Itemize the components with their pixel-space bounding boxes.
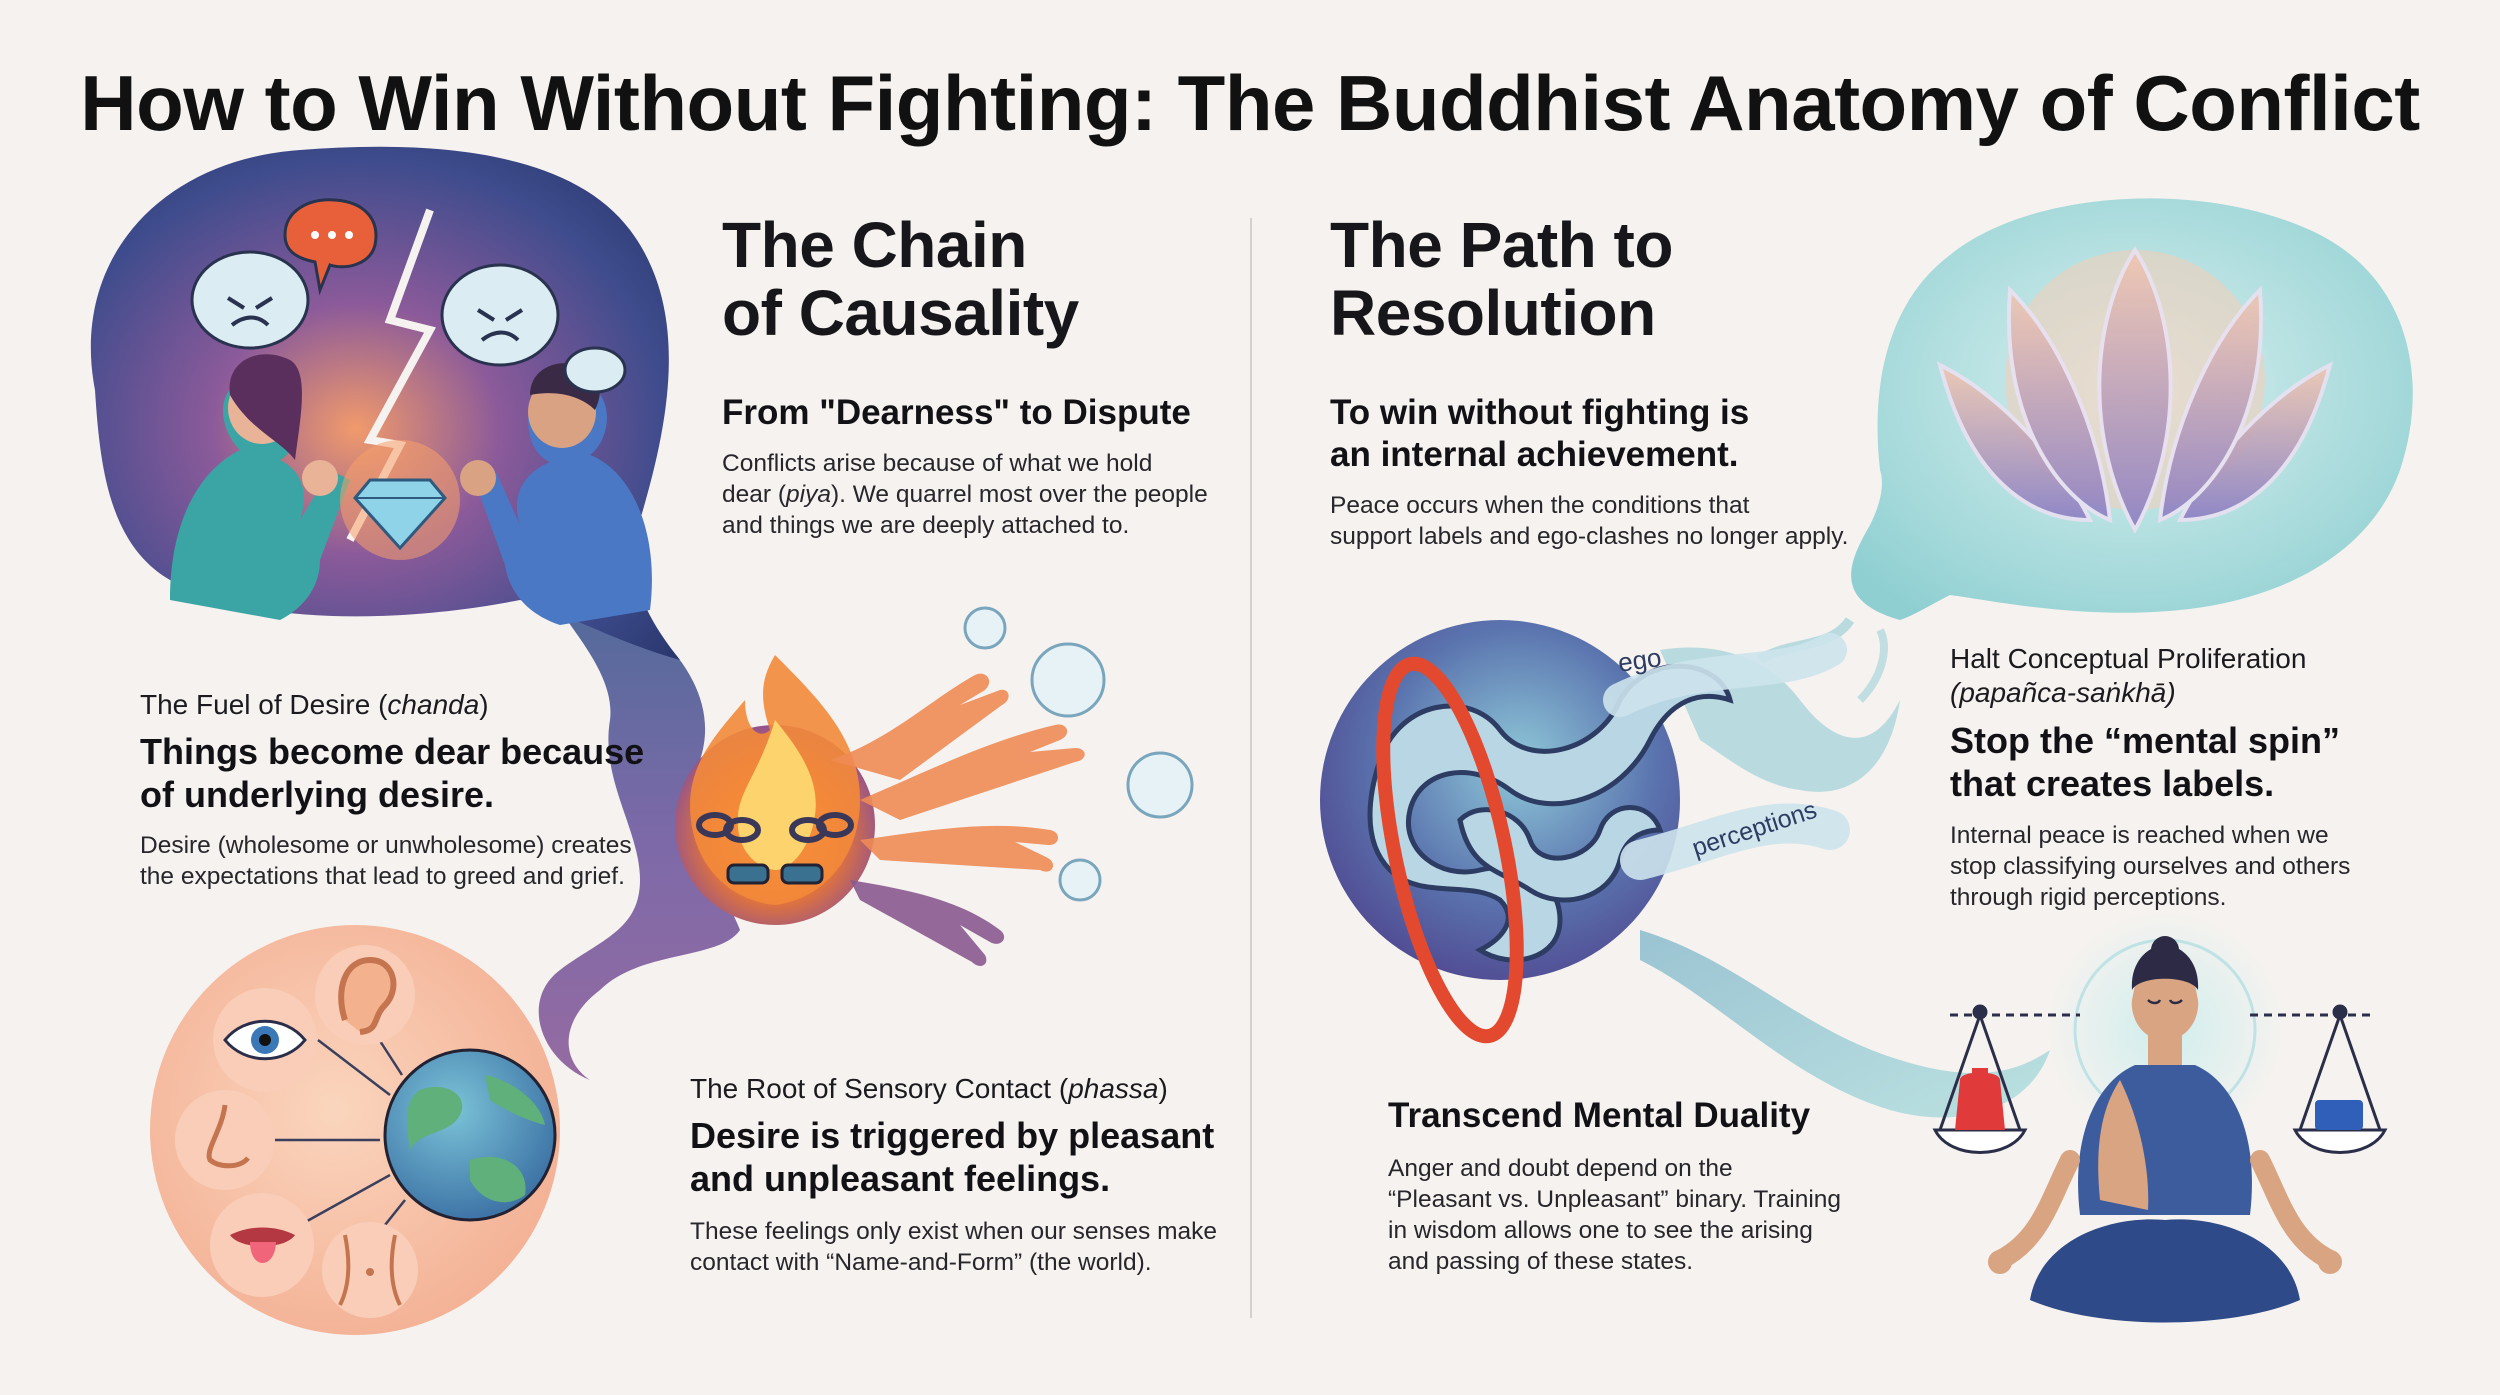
chain-icon xyxy=(696,812,854,843)
dearness-subheading: From "Dearness" to Dispute xyxy=(722,393,1191,432)
body-line: support labels and ego-clashes no longer… xyxy=(1330,523,1849,551)
headline-line: of underlying desire. xyxy=(140,773,495,815)
body-line: Anger and doubt depend on the xyxy=(1388,1155,1733,1182)
heading-line: of Causality xyxy=(722,276,1079,349)
body-line: “Pleasant vs. Unpleasant” binary. Traini… xyxy=(1388,1186,1842,1214)
body-fragment: ). We quarrel most over the people xyxy=(830,481,1208,509)
page-title: How to Win Without Fighting: The Buddhis… xyxy=(80,59,2420,147)
proliferation-headline: Stop the “mental spin” that creates labe… xyxy=(1950,719,2430,805)
ring-icon xyxy=(1376,656,1524,1044)
eye-icon xyxy=(213,988,317,1092)
duality-headline: Transcend Mental Duality xyxy=(1388,1096,1811,1135)
desire-flame-illustration xyxy=(675,606,1194,966)
path-to-resolution-heading: The Path to Resolution xyxy=(1330,209,1673,349)
desire-body: Desire (wholesome or unwholesome) create… xyxy=(140,830,700,892)
tongue-icon xyxy=(210,1193,314,1297)
hand-icon xyxy=(830,673,1085,966)
proliferation-block: Halt Conceptual Proliferation (papañca-s… xyxy=(1950,642,2430,913)
duality-body: Anger and doubt depend on the “Pleasant … xyxy=(1388,1153,1928,1277)
body-line: Conflicts arise because of what we hold xyxy=(722,450,1153,477)
body-line: contact with “Name-and-Form” (the world)… xyxy=(690,1249,1152,1277)
internal-achievement-block: To win without fighting is an internal a… xyxy=(1330,392,1870,552)
left-stream xyxy=(538,590,740,1080)
body-line: the expectations that lead to greed and … xyxy=(140,863,625,891)
contact-headline: Desire is triggered by pleasant and unpl… xyxy=(690,1114,1250,1200)
desire-block: The Fuel of Desire (chanda) Things becom… xyxy=(140,688,700,892)
center-divider xyxy=(1250,218,1252,1318)
globe-icon xyxy=(383,1048,557,1222)
body-fragment: dear ( xyxy=(722,481,787,509)
headline-line: an internal achievement. xyxy=(1330,435,1739,474)
kicker-fragment: ) xyxy=(479,689,489,720)
contact-body: These feelings only exist when our sense… xyxy=(690,1216,1250,1278)
headline-line: Stop the “mental spin” xyxy=(1950,720,2341,762)
body-line: through rigid perceptions. xyxy=(1950,883,2227,911)
meditation-illustration xyxy=(1932,910,2388,1323)
desire-headline: Things become dear because of underlying… xyxy=(140,730,700,816)
body-line: Peace occurs when the conditions that xyxy=(1330,492,1750,519)
body-line: in wisdom allows one to see the arising xyxy=(1388,1217,1813,1245)
heading-line: Resolution xyxy=(1330,276,1656,349)
dearness-body: Conflicts arise because of what we hold … xyxy=(722,448,1242,541)
senses-illustration xyxy=(150,925,560,1335)
body-line: These feelings only exist when our sense… xyxy=(690,1217,1218,1245)
body-line: and passing of these states. xyxy=(1388,1248,1694,1276)
headline-line: To win without fighting is xyxy=(1330,393,1750,432)
heading-line: The Chain xyxy=(722,209,1027,281)
kicker-fragment: ) xyxy=(1158,1073,1168,1104)
ear-icon xyxy=(315,945,415,1045)
kicker-fragment: The Fuel of Desire ( xyxy=(140,689,388,720)
contact-kicker: The Root of Sensory Contact (phassa) xyxy=(690,1072,1250,1106)
internal-body: Peace occurs when the conditions that su… xyxy=(1330,490,1870,552)
body-line: dear (piya). We quarrel most over the pe… xyxy=(722,479,1242,510)
term-phassa: phassa xyxy=(1068,1073,1159,1104)
nose-icon xyxy=(175,1090,275,1190)
heading-line: The Path to xyxy=(1330,209,1673,281)
chain-of-causality-heading: The Chain of Causality xyxy=(722,209,1079,349)
duality-block: Transcend Mental Duality Anger and doubt… xyxy=(1388,1095,1928,1277)
conflict-illustration xyxy=(90,146,680,661)
body-line: Desire (wholesome or unwholesome) create… xyxy=(140,831,632,859)
contact-block: The Root of Sensory Contact (phassa) Des… xyxy=(690,1072,1250,1278)
speech-bubble-icon xyxy=(190,198,627,394)
headline-line: that creates labels. xyxy=(1950,763,2275,805)
headline-line: and unpleasant feelings. xyxy=(690,1157,1111,1199)
desire-kicker: The Fuel of Desire (chanda) xyxy=(140,688,700,722)
internal-headline: To win without fighting is an internal a… xyxy=(1330,392,1870,476)
headline-line: Desire is triggered by pleasant xyxy=(690,1114,1215,1156)
headline-line: Things become dear because xyxy=(140,730,645,772)
tangle-illustration xyxy=(1320,620,2050,1118)
diamond-icon xyxy=(340,440,460,560)
term-piya: piya xyxy=(786,481,831,509)
body-icon xyxy=(322,1222,418,1318)
proliferation-kicker: Halt Conceptual Proliferation xyxy=(1950,643,2307,674)
body-line: Internal peace is reached when we xyxy=(1950,821,2329,849)
term-papanca-sankha: (papañca-saṅkhā) xyxy=(1950,676,2176,708)
proliferation-body: Internal peace is reached when we stop c… xyxy=(1950,820,2430,913)
body-line: and things we are deeply attached to. xyxy=(722,512,1130,540)
lotus-icon xyxy=(1936,246,2334,535)
body-line: stop classifying ourselves and others xyxy=(1950,852,2351,880)
kicker-fragment: The Root of Sensory Contact ( xyxy=(690,1073,1069,1104)
dearness-block: From "Dearness" to Dispute Conflicts ari… xyxy=(722,392,1242,541)
scale-icon xyxy=(1932,1004,2388,1154)
ego-label: ego xyxy=(1616,642,1664,678)
lotus-illustration xyxy=(1851,198,2413,621)
term-chanda: chanda xyxy=(387,689,480,720)
